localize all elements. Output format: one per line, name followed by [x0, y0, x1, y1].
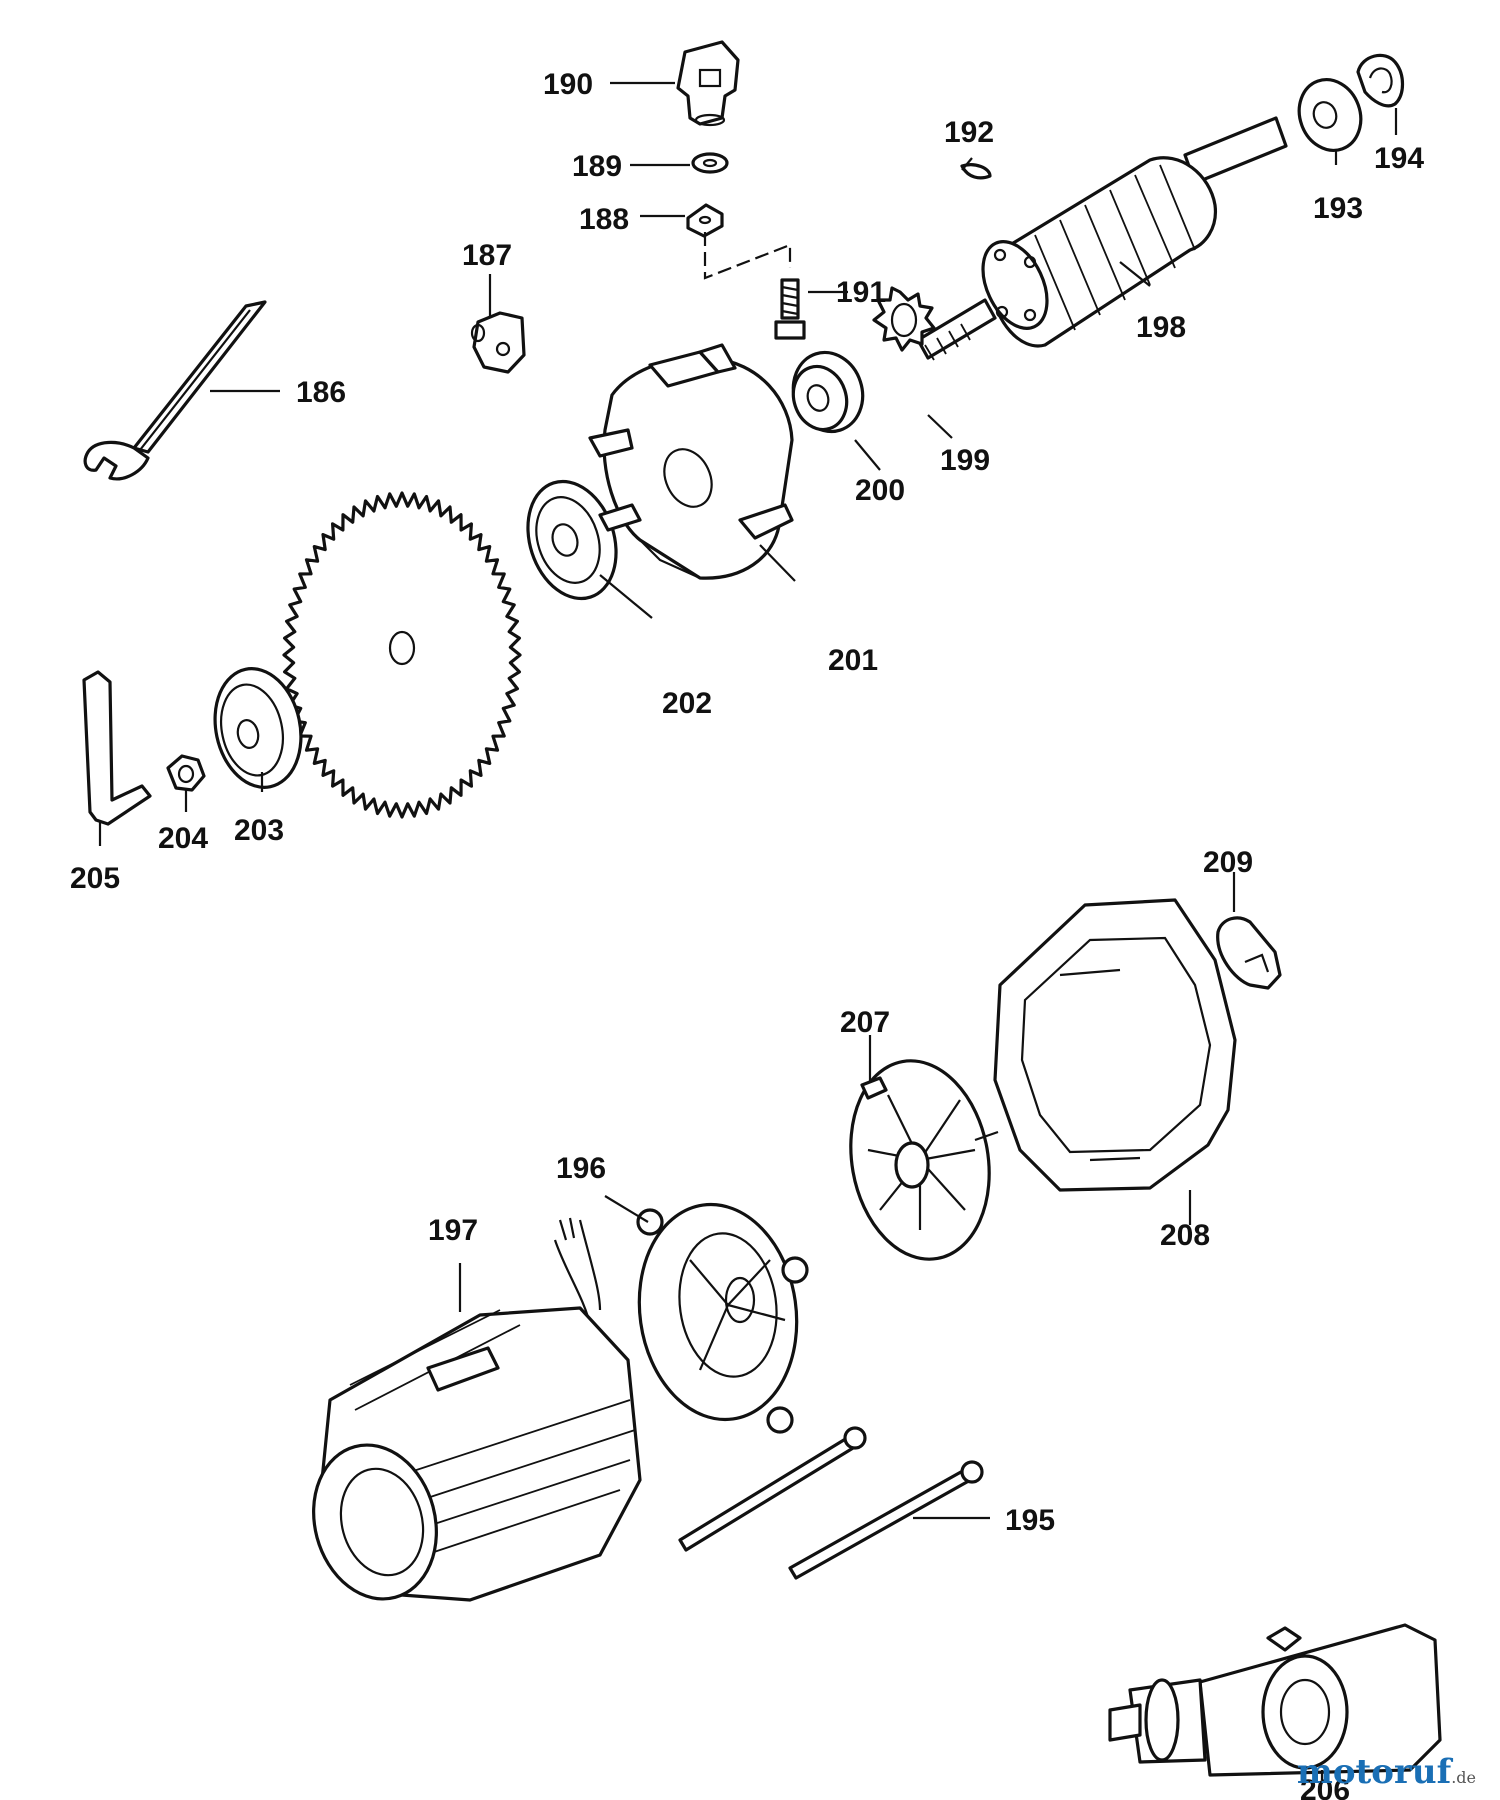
part-206-assembled-saw — [1108, 1623, 1442, 1777]
part-number-189: 189 — [572, 150, 622, 183]
part-number-187: 187 — [462, 239, 512, 272]
part-number-201: 201 — [828, 644, 878, 677]
part-number-204: 204 — [158, 822, 208, 855]
part-number-205: 205 — [70, 862, 120, 895]
part-193-bearing — [1297, 78, 1363, 152]
part-200-bearing — [791, 350, 865, 434]
part-number-200: 200 — [855, 474, 905, 507]
part-number-206: 206 — [1300, 1774, 1350, 1800]
part-number-192: 192 — [944, 116, 994, 149]
part-202-flange — [526, 479, 642, 601]
saw-blade — [282, 491, 522, 819]
part-number-labels: 190 189 188 187 191 186 192 193 194 198 … — [70, 68, 1424, 1800]
watermark-tld: .de — [1451, 1768, 1476, 1787]
part-205-hex-key — [82, 670, 152, 826]
part-number-209: 209 — [1203, 846, 1253, 879]
part-number-190: 190 — [543, 68, 593, 101]
part-188-square-nut — [686, 203, 724, 238]
part-number-198: 198 — [1136, 311, 1186, 344]
part-209-plate — [1216, 916, 1282, 990]
part-201-gear-housing — [588, 343, 794, 580]
part-number-207: 207 — [840, 1006, 890, 1039]
part-number-203: 203 — [234, 814, 284, 847]
part-number-191: 191 — [836, 276, 886, 309]
watermark-logo: motoruf.de — [1297, 1752, 1476, 1792]
assembly-line-188-191 — [703, 232, 792, 280]
part-190-knob — [676, 40, 740, 127]
part-187-clamp — [470, 311, 526, 374]
part-number-197: 197 — [428, 1214, 478, 1247]
part-204-nut — [166, 754, 206, 792]
part-192-key — [960, 163, 992, 180]
part-194-retaining-ring — [1356, 53, 1405, 108]
leader-lines — [98, 81, 1398, 1780]
part-number-186: 186 — [296, 376, 346, 409]
part-number-196: 196 — [556, 1152, 606, 1185]
part-207-fan — [849, 1059, 999, 1261]
part-number-208: 208 — [1160, 1219, 1210, 1252]
part-195-tie-rods — [678, 1426, 984, 1580]
part-208-fan-cover — [993, 898, 1237, 1192]
part-number-199: 199 — [940, 444, 990, 477]
part-number-194: 194 — [1374, 142, 1424, 175]
part-196-end-shield — [636, 1202, 809, 1434]
part-186-wrench — [83, 300, 267, 481]
part-number-193: 193 — [1313, 192, 1363, 225]
part-197-stator — [312, 1217, 642, 1602]
part-198-armature — [916, 116, 1288, 361]
part-number-188: 188 — [579, 203, 629, 236]
part-191-screw — [774, 278, 806, 340]
part-number-202: 202 — [662, 687, 712, 720]
part-number-195: 195 — [1005, 1504, 1055, 1537]
watermark-text: motoruf — [1296, 1752, 1452, 1792]
part-189-washer — [691, 152, 729, 174]
part-199-lock-washer — [872, 286, 936, 352]
